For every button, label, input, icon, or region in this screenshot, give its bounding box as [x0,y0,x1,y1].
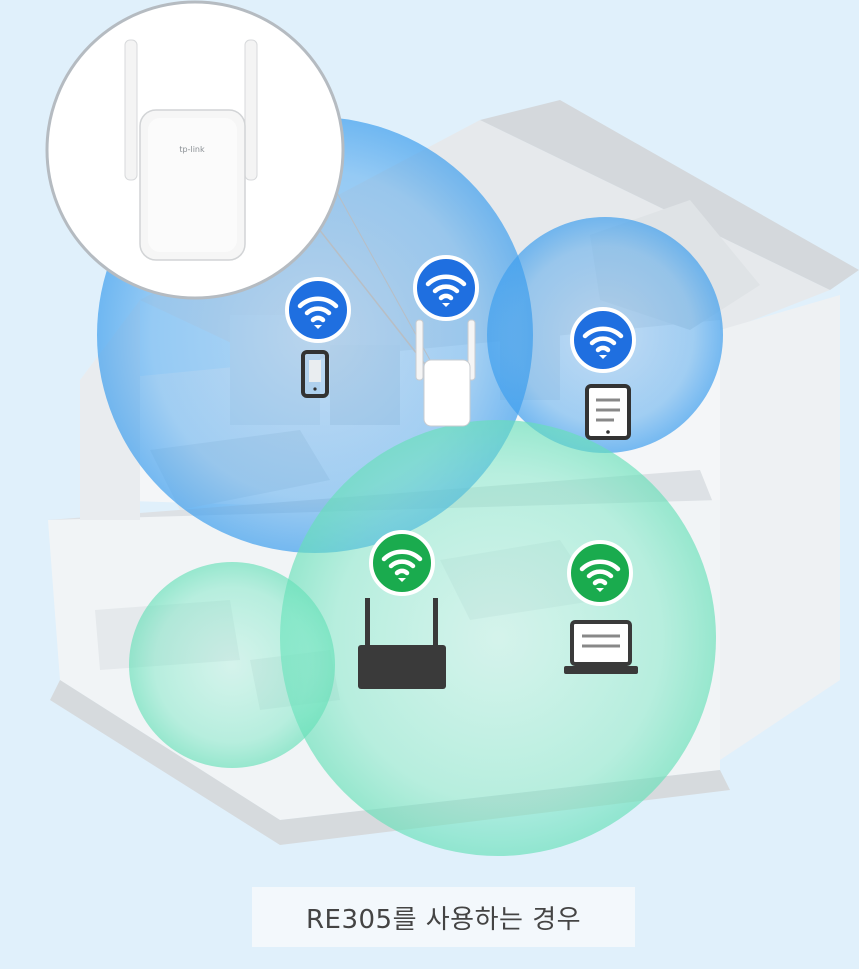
wifi-icon [413,255,479,321]
caption-text: RE305를 사용하는 경우 [305,904,582,935]
router-coverage-zone [280,420,716,856]
wifi-icon [369,530,435,596]
wifi-icon [285,277,351,343]
extender-zoom-inset: tp-link [45,0,345,300]
tablet-icon [585,384,631,440]
wifi-icon [570,307,636,373]
wifi-icon [567,540,633,606]
smartphone-icon [301,350,329,398]
laptop-icon [564,620,638,674]
device-brand-label: tp-link [179,145,205,154]
router-coverage-zone-left [129,562,335,768]
caption-box: RE305를 사용하는 경우 [252,887,635,947]
router-icon [358,598,446,689]
range-extender-icon [415,319,476,427]
